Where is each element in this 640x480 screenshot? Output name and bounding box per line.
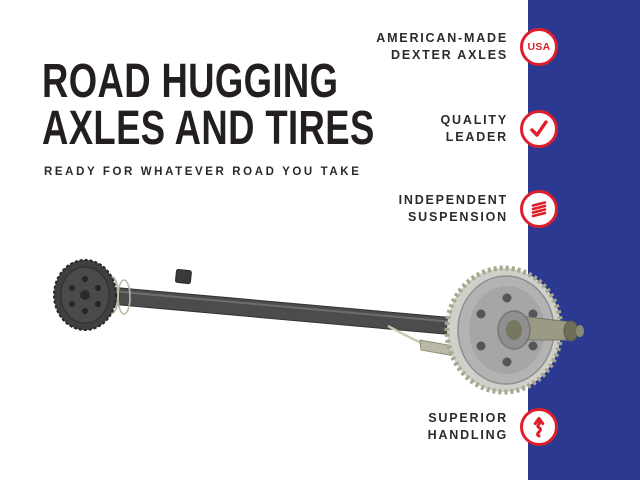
feature-label-line-2: LEADER <box>445 130 508 144</box>
feature-label-line-2: SUSPENSION <box>408 210 508 224</box>
accent-band <box>528 0 640 480</box>
winding-road-glyph <box>533 416 545 438</box>
feature-label-line-2: HANDLING <box>427 428 508 442</box>
coil-spring-glyph <box>531 201 547 218</box>
page-title-line-1: ROAD HUGGING <box>42 55 339 108</box>
feature-label: QUALITY LEADER <box>441 112 508 146</box>
feature-label-line-1: INDEPENDENT <box>398 193 508 207</box>
checkmark-icon <box>520 110 558 148</box>
feature-label-line-1: AMERICAN-MADE <box>376 31 508 45</box>
feature-label: INDEPENDENT SUSPENSION <box>399 192 508 226</box>
feature-label: SUPERIOR HANDLING <box>428 410 508 444</box>
feature-label-line-1: QUALITY <box>440 113 508 127</box>
feature-label-line-2: DEXTER AXLES <box>391 48 508 62</box>
feature-quality-leader: QUALITY LEADER <box>441 110 558 148</box>
checkmark-glyph <box>530 120 548 137</box>
trailer-axle-illustration <box>53 259 584 395</box>
feature-label: AMERICAN-MADE DEXTER AXLES <box>376 30 508 64</box>
feature-independent-suspension: INDEPENDENT SUSPENSION <box>399 190 558 228</box>
page-title-line-2: AXLES AND TIRES <box>42 102 375 155</box>
usa-badge-icon: USA <box>520 28 558 66</box>
headline-block: ROAD HUGGING AXLES AND TIRES READY FOR W… <box>42 55 402 179</box>
feature-superior-handling: SUPERIOR HANDLING <box>428 408 558 446</box>
coil-spring-icon <box>520 190 558 228</box>
winding-road-icon <box>520 408 558 446</box>
page-subtitle: READY FOR WHATEVER ROAD YOU TAKE <box>44 166 362 178</box>
feature-american-made: AMERICAN-MADE DEXTER AXLES USA <box>376 28 558 66</box>
usa-badge-text: USA <box>527 41 551 53</box>
feature-label-line-1: SUPERIOR <box>428 411 508 425</box>
